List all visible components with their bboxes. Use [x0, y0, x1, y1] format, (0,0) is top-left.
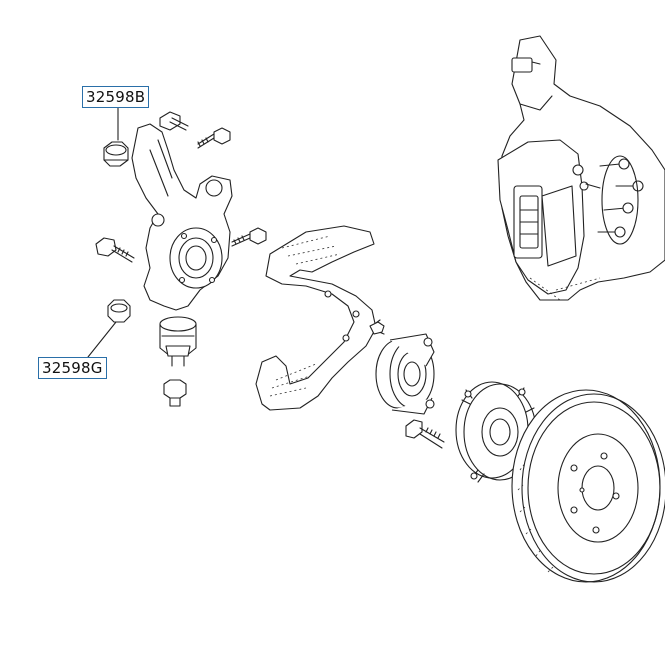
wheel-hub [455, 381, 537, 483]
lock-nut-lower [107, 299, 131, 323]
bolt-top-2 [197, 127, 231, 149]
dust-shield [255, 225, 377, 411]
brake-disc [511, 389, 665, 583]
ball-joint-nut [163, 379, 187, 407]
part-number-text: 32598B [86, 88, 146, 106]
bolt-right [231, 227, 267, 247]
steering-knuckle [131, 123, 233, 311]
lock-nut-upper [103, 141, 129, 167]
part-number-callout-32598g[interactable]: 32598G [38, 357, 107, 379]
ball-joint [159, 316, 197, 367]
bolt-left [95, 237, 135, 263]
leader-line-32598g [87, 321, 117, 358]
part-number-callout-32598b[interactable]: 32598B [82, 86, 150, 108]
part-number-text: 32598G [42, 359, 103, 377]
hub-bolt [405, 419, 445, 449]
hub-bearing [369, 319, 435, 415]
bolt-top-1 [159, 111, 189, 131]
brake-caliper-assembly [497, 35, 665, 301]
